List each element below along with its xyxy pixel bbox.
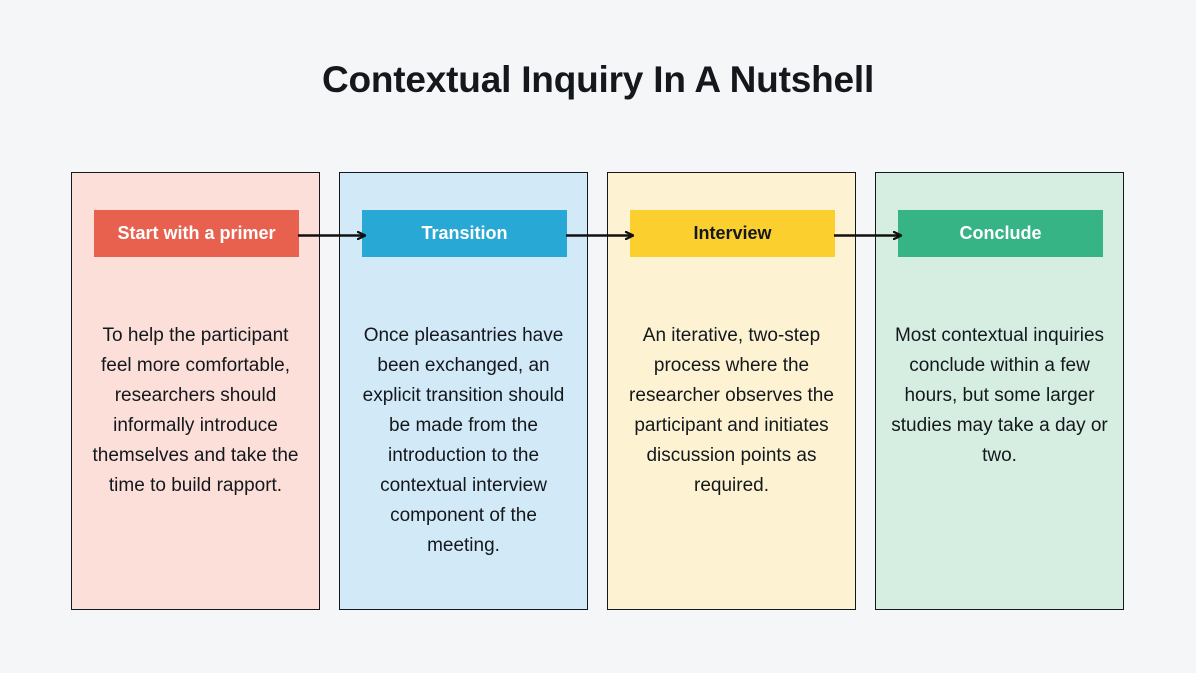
stage-panel-transition: Transition Once pleasantries have been e… [339, 172, 588, 610]
stage-badge-conclude[interactable]: Conclude [898, 210, 1103, 257]
stage-description-conclude: Most contextual inquiries conclude withi… [891, 325, 1108, 466]
stage-panel-start-with-a-primer: Start with a primer To help the particip… [71, 172, 320, 610]
stage-description-start-with-a-primer: To help the participant feel more comfor… [92, 325, 299, 496]
stage-badge-interview[interactable]: Interview [630, 210, 835, 257]
stage-description-transition: Once pleasantries have been exchanged, a… [362, 325, 565, 556]
page-title: Contextual Inquiry In A Nutshell [321, 59, 875, 100]
stage-panel-interview: Interview An iterative, two-step process… [607, 172, 856, 610]
stage-badge-transition[interactable]: Transition [362, 210, 567, 257]
stage-badge-start-with-a-primer[interactable]: Start with a primer [94, 210, 299, 257]
stage-description-interview: An iterative, two-step process where the… [629, 325, 834, 496]
process-flow-diagram: Start with a primer To help the particip… [71, 172, 1125, 610]
stage-panel-conclude: Conclude Most contextual inquiries concl… [875, 172, 1124, 610]
